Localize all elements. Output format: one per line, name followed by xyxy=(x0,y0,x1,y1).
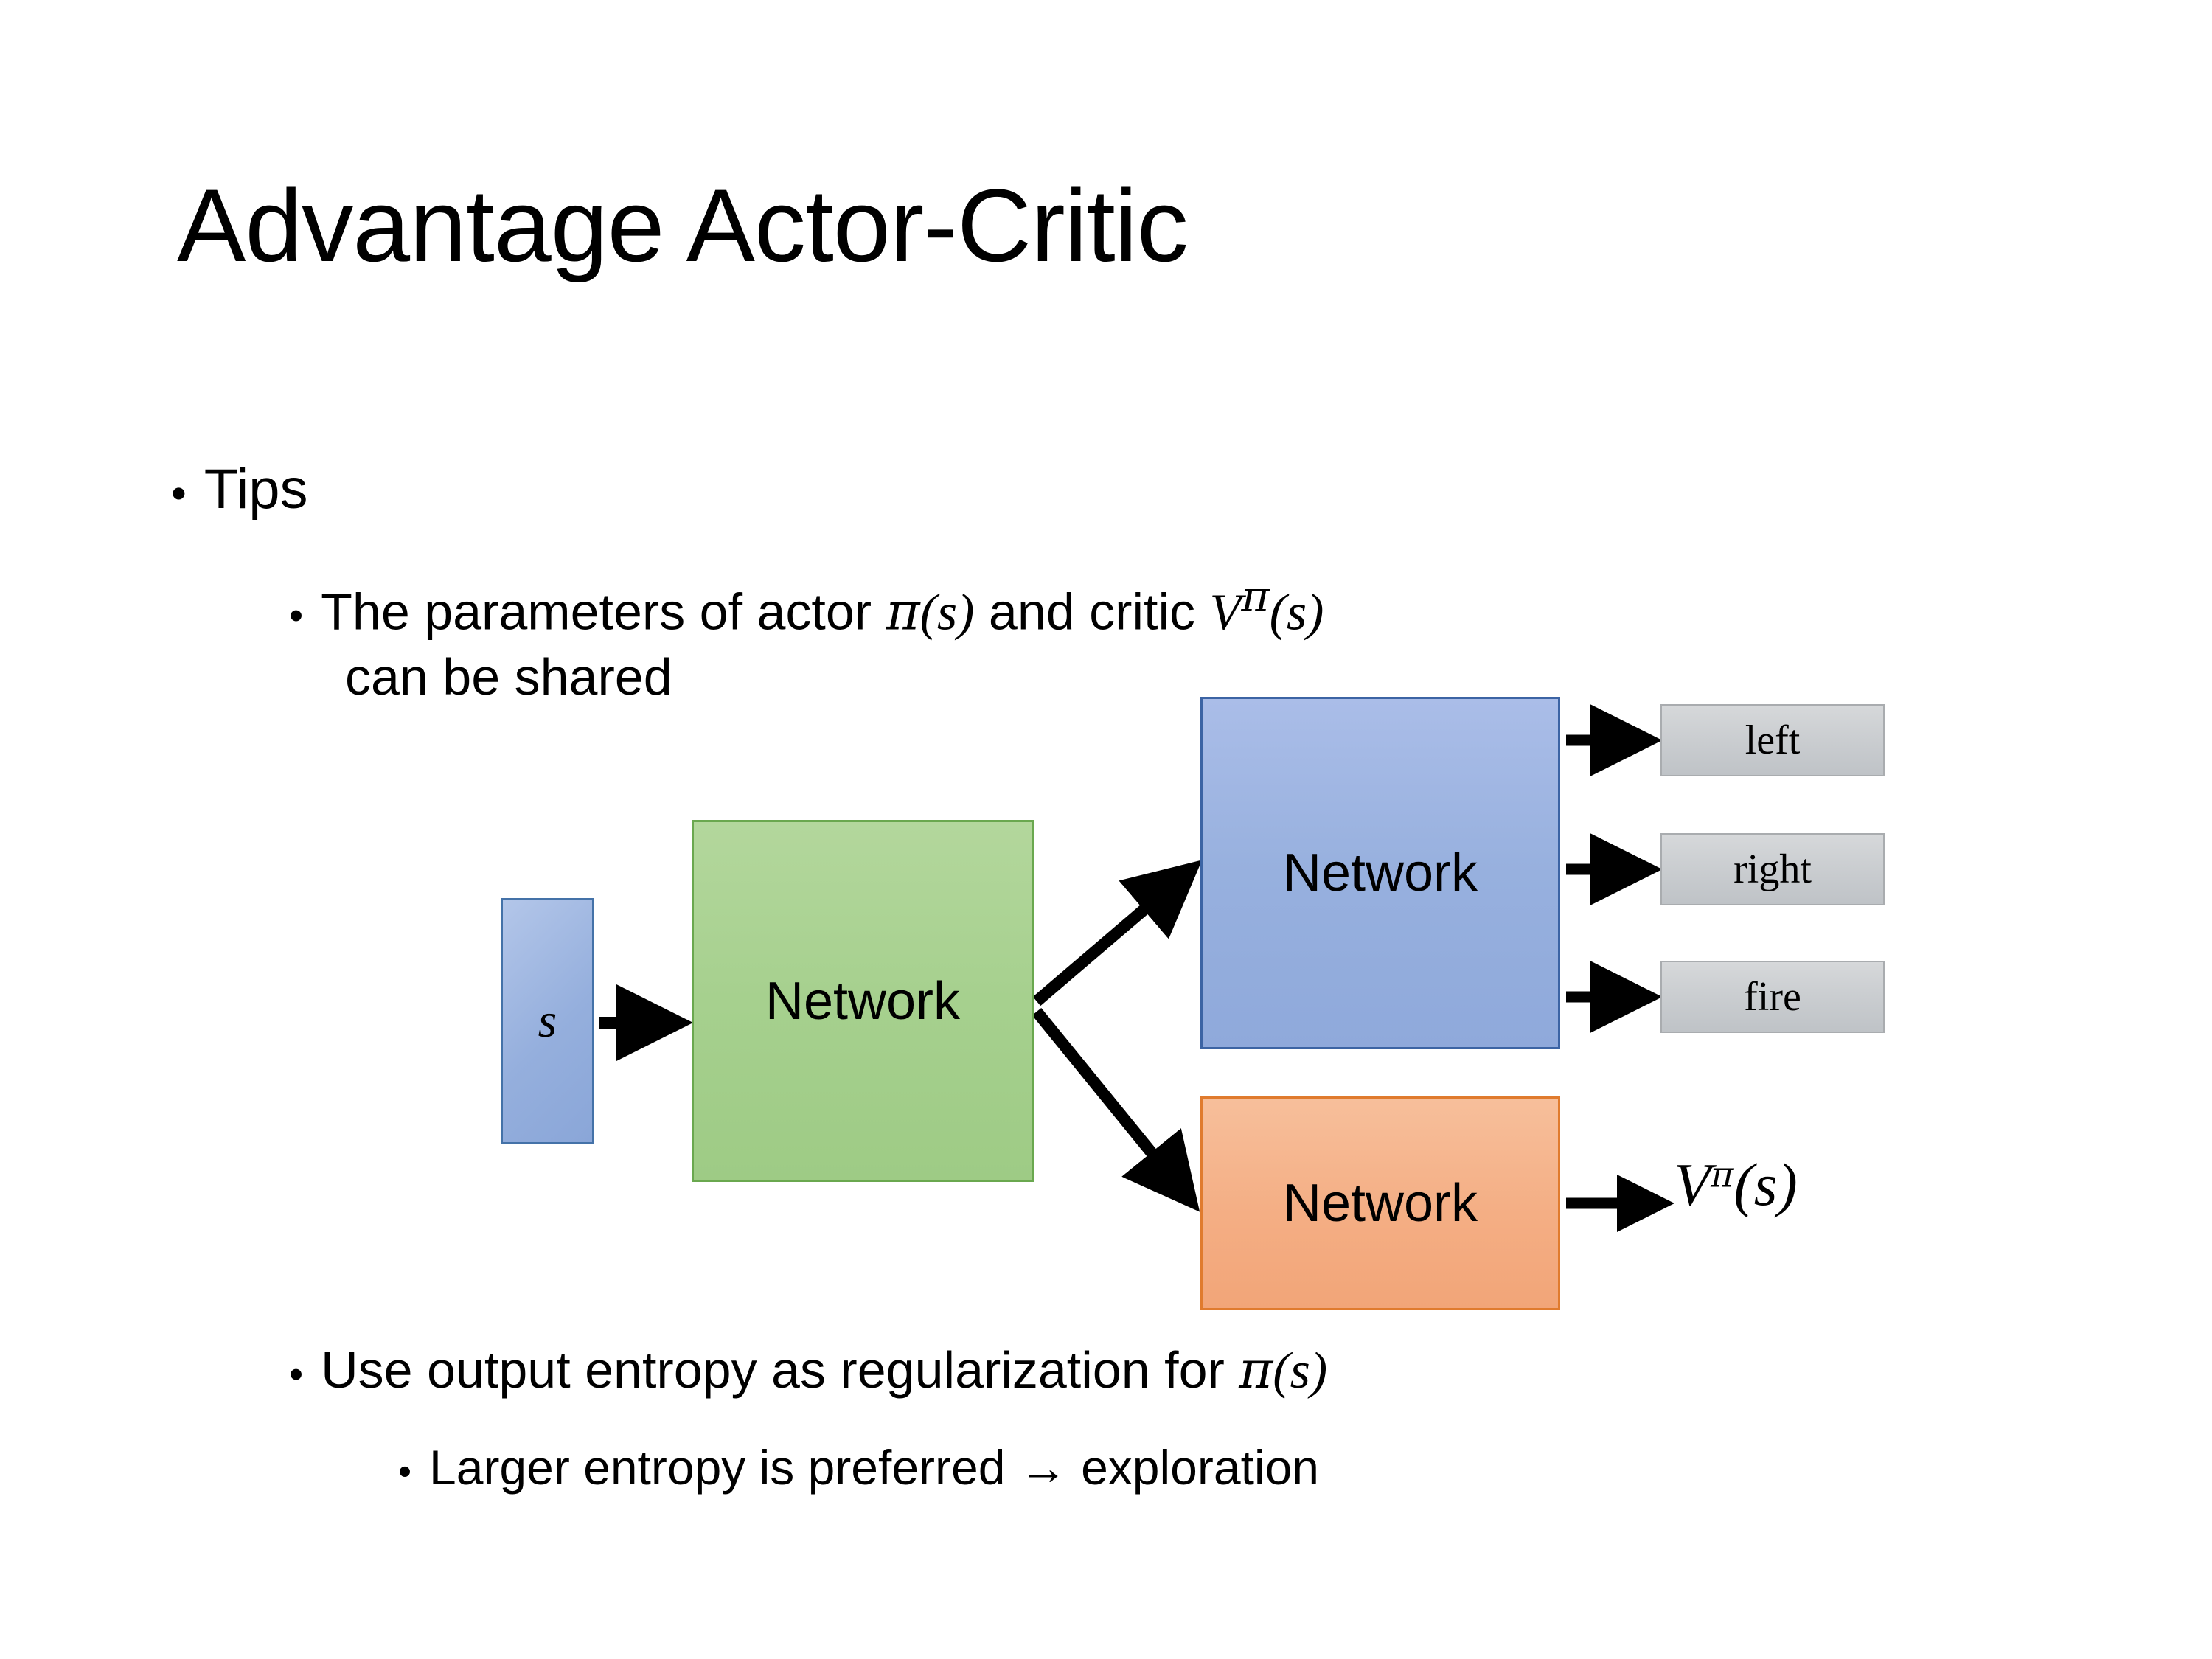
bullet-shared-parameters-line2: can be shared xyxy=(345,648,672,706)
v-superscript-pi: π xyxy=(1241,571,1270,622)
bullet-marker-icon: • xyxy=(171,468,187,518)
bullet-tips-label: Tips xyxy=(204,458,308,521)
value-args: (s) xyxy=(1733,1151,1798,1218)
action-output-right-label: right xyxy=(1733,846,1812,892)
actor-network-label: Network xyxy=(1282,844,1478,902)
action-output-fire-label: fire xyxy=(1744,974,1801,1020)
action-output-left: left xyxy=(1660,704,1885,776)
v-symbol: V xyxy=(1209,584,1242,641)
critic-network-label: Network xyxy=(1282,1174,1478,1233)
shared-network-label: Network xyxy=(765,971,961,1031)
text-before-pi: The parameters of actor xyxy=(321,582,886,641)
bullet-marker-icon: • xyxy=(398,1450,412,1492)
page-title: Advantage Actor-Critic xyxy=(177,167,1189,283)
text-before-pi: Use output entropy as regularization for xyxy=(321,1341,1239,1399)
input-state-label: s xyxy=(538,994,557,1048)
value-symbol: V xyxy=(1674,1151,1711,1218)
value-superscript-pi: π xyxy=(1711,1155,1734,1196)
pi-symbol: π xyxy=(886,581,920,642)
pi-args: (s) xyxy=(1273,1343,1328,1399)
pi-symbol: π xyxy=(1239,1340,1273,1400)
bullet-shared-parameters-label: The parameters of actor π(s) and critic … xyxy=(321,571,1324,642)
bullet-entropy-label: Use output entropy as regularization for… xyxy=(321,1340,1327,1401)
bullet-marker-icon: • xyxy=(289,593,304,639)
bullet-tips: • Tips xyxy=(171,457,308,521)
arrow-shared-to-actor xyxy=(1032,860,1203,1006)
input-state-box: s xyxy=(501,898,594,1144)
shared-network-box: Network xyxy=(692,820,1034,1182)
bullet-entropy-regularization: • Use output entropy as regularization f… xyxy=(289,1340,1327,1401)
value-output-label: Vπ(s) xyxy=(1674,1150,1798,1220)
actor-network-box: Network xyxy=(1200,697,1560,1049)
text-middle: and critic xyxy=(974,582,1210,641)
pi-args: (s) xyxy=(919,584,975,641)
bullet-larger-entropy: • Larger entropy is preferred → explorat… xyxy=(398,1439,1319,1495)
action-output-right: right xyxy=(1660,833,1885,905)
critic-network-box: Network xyxy=(1200,1096,1560,1310)
arrow-shared-to-critic xyxy=(1032,1007,1200,1212)
bullet-larger-entropy-label: Larger entropy is preferred → exploratio… xyxy=(429,1440,1319,1495)
action-output-fire: fire xyxy=(1660,961,1885,1033)
v-args: (s) xyxy=(1269,584,1324,641)
action-output-left-label: left xyxy=(1745,717,1801,763)
bullet-marker-icon: • xyxy=(289,1352,304,1397)
bullet-shared-parameters: • The parameters of actor π(s) and criti… xyxy=(289,571,1324,642)
